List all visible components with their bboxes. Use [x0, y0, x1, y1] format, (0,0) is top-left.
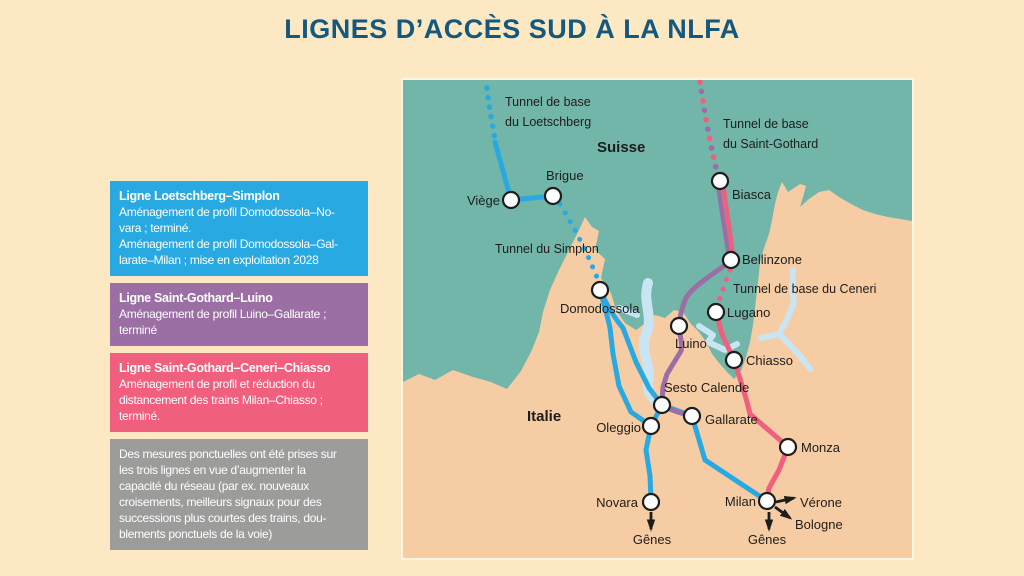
city-label-sesto-calende: Sesto Calende	[664, 380, 749, 395]
legend-text-note-mesures-ponctuelles-line-1: les trois lignes en vue d’augmenter la	[119, 463, 306, 477]
rail-gallarate-milan	[689, 413, 770, 504]
legend-text-ligne-saint-gothard-luino-line-1: terminé	[119, 323, 157, 337]
city-marker-bellinzone	[721, 250, 741, 270]
city-label-monza: Monza	[801, 440, 841, 455]
legend-title-ligne-loetschberg-simplon: Ligne Loetschberg–Simplon	[119, 189, 280, 203]
city-marker-monza	[778, 437, 798, 457]
city-marker-milan	[757, 491, 777, 511]
city-marker-domodossola	[590, 280, 610, 300]
legend-text-ligne-saint-gothard-ceneri-chiasso-line-1: distancement des trains Milan–Chiasso ;	[119, 393, 323, 407]
city-marker-sesto-calende	[652, 395, 672, 415]
legend-title-ligne-saint-gothard-luino: Ligne Saint-Gothard–Luino	[119, 291, 273, 305]
legend-text-note-mesures-ponctuelles-line-5: blements ponctuels de la voie)	[119, 527, 273, 541]
tunnel-ceneri-label: Tunnel de base du Ceneri	[733, 282, 876, 296]
lake-como	[758, 267, 813, 372]
city-marker-chiasso	[724, 350, 744, 370]
city-label-domodossola: Domodossola	[560, 301, 640, 316]
city-label-brigue: Brigue	[546, 168, 584, 183]
city-marker-biasca	[710, 171, 730, 191]
city-label-milan: Milan	[725, 494, 756, 509]
city-marker-luino	[669, 316, 689, 336]
legend-text-note-mesures-ponctuelles-line-0: Des mesures ponctuelles ont été prises s…	[119, 447, 337, 461]
italy-area	[403, 182, 912, 558]
city-marker-novara	[641, 492, 661, 512]
rail-lugano-chiasso-monza-milan-pink	[713, 309, 791, 501]
rail-oleggio-novara	[643, 423, 654, 503]
legend-title-ligne-saint-gothard-ceneri-chiasso: Ligne Saint-Gothard–Ceneri–Chiasso	[119, 361, 331, 375]
city-markers	[501, 171, 798, 512]
city-label-oleggio: Oleggio	[596, 420, 641, 435]
tunnel-simplon-label: Tunnel du Simplon	[495, 242, 599, 256]
legend-text-ligne-loetschberg-simplon-line-1: vara ; terminé.	[119, 221, 192, 235]
legend-text-ligne-loetschberg-simplon-line-0: Aménagement de profil Domodossola–No-	[119, 205, 335, 219]
city-marker-oleggio	[641, 416, 661, 436]
rail-gothard-tunnel-dotted-purple	[697, 80, 720, 176]
country-label-italie: Italie	[527, 408, 561, 425]
destination-label-bologne: Bologne	[795, 517, 843, 532]
city-label-biasca: Biasca	[732, 187, 772, 202]
city-marker-brigue	[543, 186, 563, 206]
legend-text-ligne-saint-gothard-luino-line-0: Aménagement de profil Luino–Gallarate ;	[119, 307, 327, 321]
lake-maggiore-west-arm	[616, 305, 640, 318]
city-marker-lugano	[706, 302, 726, 322]
city-label-bellinzone: Bellinzone	[742, 252, 802, 267]
lake-maggiore	[638, 278, 664, 411]
city-marker-gallarate	[682, 406, 702, 426]
legend-text-ligne-saint-gothard-ceneri-chiasso-line-0: Aménagement de profil et réduction du	[119, 377, 315, 391]
rail-loetschberg-tunnel-dotted	[484, 85, 498, 143]
legend-text-ligne-loetschberg-simplon-line-2: Aménagement de profil Domodossola–Gal-	[119, 237, 338, 251]
arrow-milan-verone	[775, 495, 797, 505]
destination-label-verone: Vérone	[800, 495, 842, 510]
destination-label-genes-from-novara: Gênes	[633, 532, 672, 547]
legend-text-note-mesures-ponctuelles-line-3: croisements, meilleurs signaux pour des	[119, 495, 322, 509]
city-label-viege: Viège	[467, 193, 500, 208]
city-label-lugano: Lugano	[727, 305, 770, 320]
legend-box-note-mesures-ponctuelles: Des mesures ponctuelles ont été prises s…	[110, 439, 368, 550]
legend-text-note-mesures-ponctuelles-line-2: capacité du réseau (par ex. nouveaux	[119, 479, 309, 493]
legend-text-ligne-loetschberg-simplon-line-3: larate–Milan ; mise en exploitation 2028	[119, 253, 319, 267]
page-title: LIGNES D’ACCÈS SUD À LA NLFA	[284, 14, 740, 44]
destination-label-genes-from-milan: Gênes	[748, 532, 787, 547]
rail-simplon-tunnel-dotted	[557, 201, 602, 285]
rail-ceneri-tunnel-dotted	[714, 267, 733, 309]
legend-text-ligne-saint-gothard-ceneri-chiasso-line-2: terminé.	[119, 409, 160, 423]
city-label-gallarate: Gallarate	[705, 412, 758, 427]
city-label-novara: Novara	[596, 495, 639, 510]
city-marker-viege	[501, 190, 521, 210]
arrow-milan-bologne	[774, 505, 793, 520]
legend-text-note-mesures-ponctuelles-line-4: successions plus courtes des trains, dou…	[119, 511, 327, 525]
country-label-suisse: Suisse	[597, 139, 645, 156]
city-label-chiasso: Chiasso	[746, 353, 793, 368]
city-label-luino: Luino	[675, 336, 707, 351]
